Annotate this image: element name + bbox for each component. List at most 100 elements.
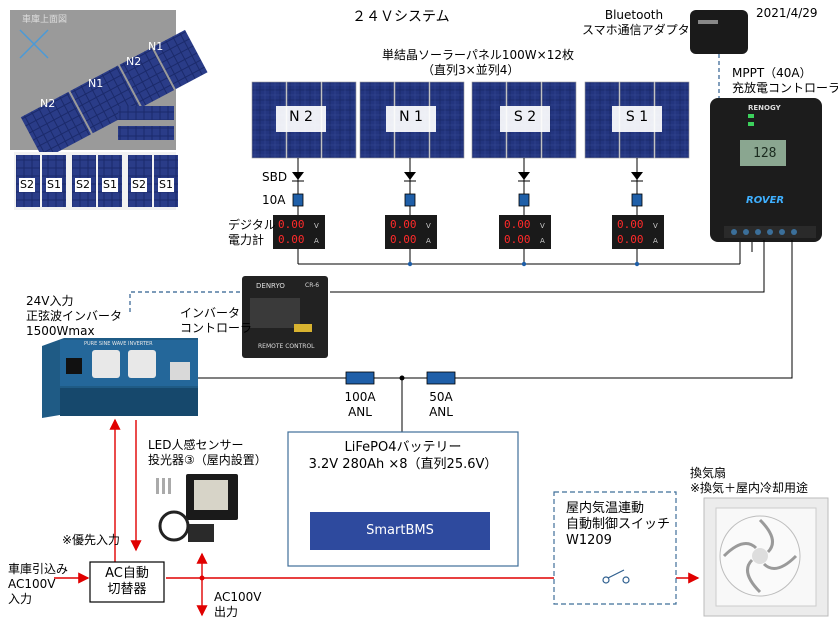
mppt-display-value: 128 [753,146,777,161]
string-wiring [297,158,753,265]
mppt-model: ROVER [746,195,785,206]
inverter-unit [42,338,198,418]
bottom-panel-label: S2 [75,178,91,192]
inverter-controller-label: コントローラ [180,321,253,335]
meter-unit: V [314,222,319,230]
battery-junction [399,375,405,381]
controller-link [129,291,240,312]
meter-voltage-readout: 0.00 [390,218,417,231]
meter-unit: V [653,222,658,230]
anl-rating: 100A [344,390,376,404]
inverter-label: 1500Wmax [26,324,95,338]
anl-type: ANL [348,405,372,419]
meter-unit: A [426,237,431,245]
ac-input-label: 入力 [8,592,33,606]
meter-unit: A [314,237,319,245]
fuse-label: 10A [262,193,286,207]
bottom-panel-label: S2 [19,178,35,192]
ats-label: 切替器 [107,582,147,597]
power-meters [273,215,664,249]
meter-unit: A [653,237,658,245]
meter-unit: A [540,237,545,245]
inverter-label: 正弦波インバータ [26,309,123,323]
solar-subtitle: （直列3×並列4） [422,63,520,77]
controller-model: CR-6 [305,282,320,289]
sensor-light-image [156,474,238,542]
meter-unit: V [540,222,545,230]
ac-output-label: AC100V [214,590,262,604]
meter-current-readout: 0.00 [504,233,531,246]
sbd-diodes [292,172,643,182]
priority-note: ※優先入力 [62,533,121,547]
inverter-label: 24V入力 [26,294,74,308]
thermo-switch-box [553,491,677,605]
meter-voltage-readout: 0.00 [504,218,531,231]
sbd-label: SBD [262,170,288,184]
garage-map-label: 車庫上面図 [22,15,68,25]
thermo-switch-label: W1209 [566,533,612,548]
meter-label: 電力計 [228,233,265,247]
meter-current-readout: 0.00 [390,233,417,246]
meter-label: デジタル [228,218,276,232]
meter-voltage-readout: 0.00 [278,218,305,231]
bottom-panel-label: S2 [131,178,147,192]
mppt-label: 充放電コントローラ [732,81,838,95]
controller-brand: DENRYO [256,282,285,290]
meter-current-readout: 0.00 [278,233,305,246]
thermo-switch-label: 屋内気温連動 [566,501,645,516]
roof-panel-label: N2 [126,55,142,68]
roof-panel-label: N1 [148,40,164,53]
mppt-controller [710,98,822,242]
smartbms-label: SmartBMS [366,523,434,538]
string-label-s2: S 2 [513,109,537,125]
bottom-panel-label: S1 [102,178,118,192]
ac-input-label: AC100V [8,577,56,591]
string-label-n1: N 1 [399,109,423,125]
string-label-n2: N 2 [289,109,313,125]
date-label: 2021/4/29 [756,6,818,20]
inverter-panel-text: PURE SINE WAVE INVERTER [84,341,153,347]
bluetooth-label: スマホ通信アダプタ [582,23,690,37]
battery-spec: 3.2V 280Ah ×8（直列25.6V） [308,457,498,472]
smartbms-box [310,512,490,550]
ac-input-label: 車庫引込み [8,562,69,576]
fan-label: 換気扇 [690,466,727,480]
inverter-controller-unit [242,276,328,358]
anl-rating: 50A [429,390,453,404]
mppt-label: MPPT（40A） [732,66,812,80]
ac-output-label: 出力 [214,605,239,619]
thermo-switch-label: 自動制御スイッチ [566,517,671,532]
bottom-panel-label: S1 [158,178,174,192]
system-title: ２４Ｖシステム [352,9,450,25]
ats-box [89,561,165,603]
junction-dots [407,261,640,267]
solar-title: 単結晶ソーラーパネル100W×12枚 [382,48,574,62]
fan-image [703,497,829,617]
ac-junction [199,575,205,581]
bottom-panel-label: S1 [46,178,62,192]
meter-current-readout: 0.00 [617,233,644,246]
solar-panel-array [251,81,690,159]
mppt-brand: RENOGY [748,104,781,112]
ats-label: AC自動 [105,566,149,581]
controller-caption: REMOTE CONTROL [258,343,315,350]
dc-wiring [196,240,793,432]
garage-top-view [10,10,208,210]
fan-label: ※換気＋屋内冷却用途 [690,481,809,495]
battery-title: LiFePO4バッテリー [344,440,462,455]
switch-symbol [602,569,630,584]
roof-panel-label: N1 [88,77,104,90]
string-label-s1: S 1 [625,109,649,125]
sensor-light-label: 投光器③（屋内設置） [148,453,267,467]
bluetooth-adapter [690,10,748,98]
anl-fuses [345,371,456,385]
sensor-light-label: LED人感センサー [148,438,244,452]
anl-type: ANL [429,405,453,419]
string-fuses [292,193,643,207]
bluetooth-label: Bluetooth [604,8,664,22]
inverter-controller-label: インバータ [180,306,241,320]
meter-voltage-readout: 0.00 [617,218,644,231]
meter-unit: V [426,222,431,230]
roof-panel-label: N2 [40,97,56,110]
